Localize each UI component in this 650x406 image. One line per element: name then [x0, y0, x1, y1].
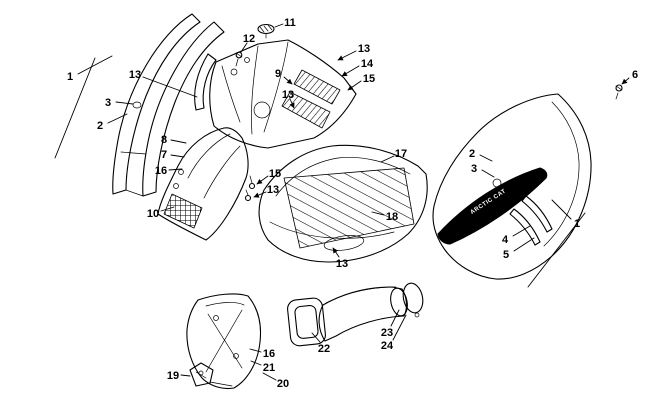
side-trim-strips	[509, 195, 553, 246]
callout-label-1: 1	[67, 71, 73, 83]
callout-label-14: 14	[361, 58, 374, 70]
callout-label-9: 9	[275, 68, 281, 80]
callout-leader-1	[77, 55, 113, 75]
callout-leader-16	[168, 168, 183, 171]
air-intake-duct	[287, 282, 424, 347]
callout-leader-17	[380, 155, 395, 163]
callout-label-24: 24	[381, 340, 394, 352]
callout-leader-11	[274, 23, 284, 28]
callout-leader-15	[256, 175, 269, 185]
callout-label-5: 5	[503, 249, 509, 261]
callout-label-13: 13	[129, 69, 141, 81]
callout-label-16: 16	[155, 165, 167, 177]
callout-label-7: 7	[161, 149, 167, 161]
callout-leader-6	[621, 77, 630, 85]
lower-console-panel	[157, 127, 249, 241]
callout-leader-1	[551, 199, 572, 220]
callout-leader-3	[115, 101, 134, 105]
screw-fastener-right	[615, 84, 623, 100]
belly-pan	[258, 144, 428, 263]
right-side-panel: ARCTIC CAT	[432, 93, 592, 280]
callout-leader-4	[512, 225, 531, 237]
mount-bracket	[189, 362, 214, 387]
callout-label-17: 17	[395, 148, 407, 160]
callout-label-21: 21	[263, 362, 275, 374]
leader-line	[527, 212, 586, 288]
callout-leader-16	[249, 348, 262, 353]
callout-leader-13	[289, 98, 295, 109]
callout-label-4: 4	[502, 234, 509, 246]
callout-label-23: 23	[381, 327, 393, 339]
callout-leader-13	[337, 50, 357, 61]
callout-leader-10	[160, 206, 175, 212]
callout-leader-14	[341, 65, 360, 77]
callout-leader-5	[513, 237, 535, 252]
screw-fastener-top	[235, 51, 243, 67]
callout-label-3: 3	[471, 163, 477, 175]
callout-label-10: 10	[147, 208, 159, 220]
callout-label-13: 13	[267, 184, 279, 196]
callout-leader-12	[240, 42, 248, 53]
callout-leader-13	[253, 191, 267, 198]
callout-leader-9	[283, 76, 293, 85]
callout-label-13: 13	[336, 258, 348, 270]
callout-label-2: 2	[97, 120, 103, 132]
callout-leader-13	[332, 247, 340, 258]
leader-line	[54, 57, 96, 159]
callout-leader-24	[392, 314, 407, 341]
callout-layer: 1321312119131314158716101513171813236145…	[54, 17, 638, 390]
callout-leader-20	[262, 372, 277, 381]
callout-label-16: 16	[263, 348, 275, 360]
left-side-panel	[112, 13, 225, 197]
callout-label-12: 12	[243, 33, 255, 45]
fastener-cluster	[244, 175, 256, 202]
callout-label-19: 19	[167, 370, 179, 382]
callout-label-15: 15	[363, 73, 375, 85]
callout-leader-2	[107, 113, 128, 124]
callout-label-8: 8	[161, 134, 167, 146]
callout-leader-18	[371, 211, 385, 216]
cap-plug	[257, 23, 275, 39]
callout-label-1: 1	[574, 218, 580, 230]
callout-label-2: 2	[469, 148, 475, 160]
callout-label-11: 11	[284, 17, 296, 29]
callout-label-22: 22	[318, 343, 330, 355]
callout-leader-13	[142, 76, 198, 98]
windshield-trim	[194, 53, 217, 111]
air-box	[186, 293, 262, 390]
callout-leader-2	[479, 154, 493, 162]
callout-label-13: 13	[282, 89, 294, 101]
callout-label-3: 3	[105, 97, 111, 109]
callout-leader-22	[311, 332, 321, 343]
callout-label-6: 6	[632, 69, 638, 81]
callout-label-15: 15	[269, 168, 281, 180]
callout-leader-15	[347, 80, 362, 91]
callout-label-18: 18	[386, 211, 398, 223]
callout-leader-7	[170, 154, 185, 158]
callout-label-13: 13	[358, 43, 370, 55]
callout-leader-21	[250, 360, 262, 366]
callout-leader-23	[390, 309, 400, 327]
callout-leader-3	[481, 169, 495, 178]
callout-leader-19	[180, 374, 191, 377]
callout-leader-8	[170, 139, 187, 144]
callout-label-20: 20	[277, 378, 289, 390]
hood-assembly	[209, 39, 357, 149]
